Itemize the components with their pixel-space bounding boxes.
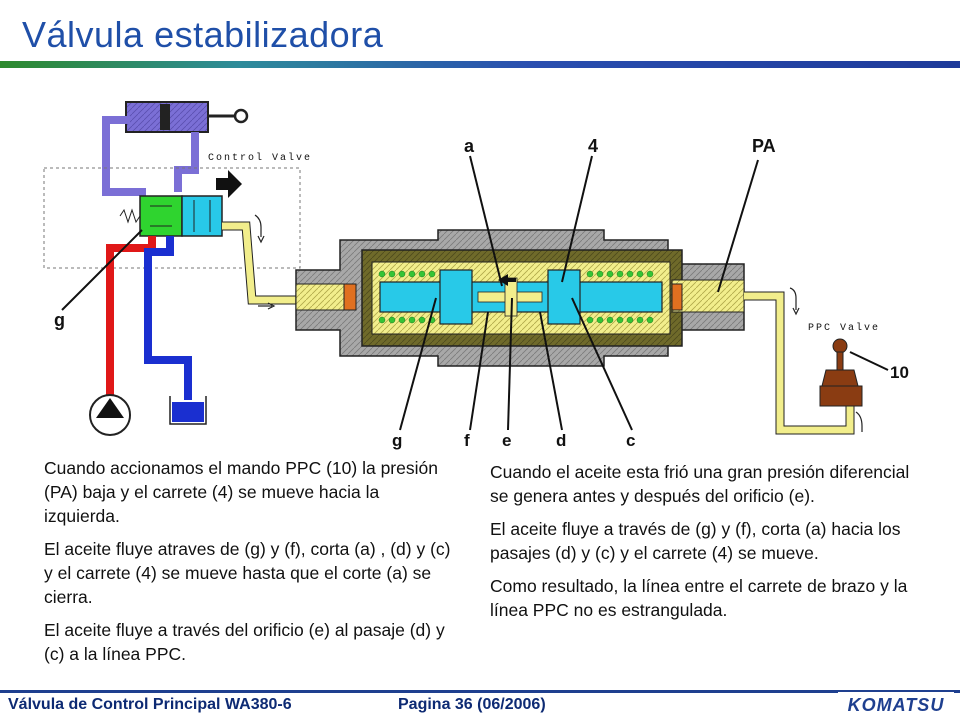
left-paragraph-3: El aceite fluye a través del orificio (e… [44, 620, 445, 664]
komatsu-logo: KOMATSU [838, 692, 954, 718]
footer: Válvula de Control Principal WA380-6 Pag… [0, 690, 960, 720]
leader-lines [61, 155, 889, 431]
spool-4 [379, 269, 663, 325]
stabilizer-valve-diagram: Control Valve [43, 101, 909, 450]
pilot-line-left [222, 214, 300, 310]
ppc-valve-label: PPC Valve [808, 322, 880, 334]
label-d: d [556, 431, 566, 450]
right-paragraph-2: El aceite fluye a través de (g) y (f), c… [490, 519, 901, 563]
footer-document-title: Válvula de Control Principal WA380-6 [8, 696, 292, 713]
flow-arrow [498, 274, 516, 286]
page-title: Válvula estabilizadora [22, 14, 384, 55]
left-paragraph-2: El aceite fluye atraves de (g) y (f), co… [44, 539, 451, 607]
label-f: f [464, 431, 470, 450]
label-a: a [464, 136, 475, 156]
title-underline [0, 61, 960, 68]
label-10: 10 [890, 363, 909, 382]
tank-return-line [144, 236, 207, 425]
left-explanation: Cuando accionamos el mando PPC (10) la p… [44, 456, 454, 675]
left-paragraph-1: Cuando accionamos el mando PPC (10) la p… [44, 458, 438, 526]
control-valve-spool-symbol [119, 170, 242, 237]
footer-page-number: Pagina 36 (06/2006) [398, 696, 546, 713]
label-pa: PA [752, 136, 776, 156]
right-explanation: Cuando el aceite esta frió una gran pres… [490, 460, 910, 631]
cylinder-lines [102, 116, 199, 196]
label-4: 4 [588, 136, 598, 156]
springs [378, 270, 654, 324]
label-e: e [502, 431, 511, 450]
pump-supply-line [89, 236, 156, 436]
footer-divider [0, 690, 960, 693]
pilot-line-right: PPC Valve [744, 287, 880, 435]
control-valve-dashed-box: Control Valve [43, 152, 312, 269]
right-paragraph-1: Cuando el aceite esta frió una gran pres… [490, 462, 910, 506]
ppc-valve-lever [819, 338, 863, 407]
right-paragraph-3: Como resultado, la línea entre el carret… [490, 576, 908, 620]
label-c: c [626, 431, 635, 450]
label-g-control: g [54, 310, 65, 330]
control-valve-label: Control Valve [208, 152, 312, 164]
label-g: g [392, 431, 402, 450]
hydraulic-cylinder [125, 101, 249, 133]
